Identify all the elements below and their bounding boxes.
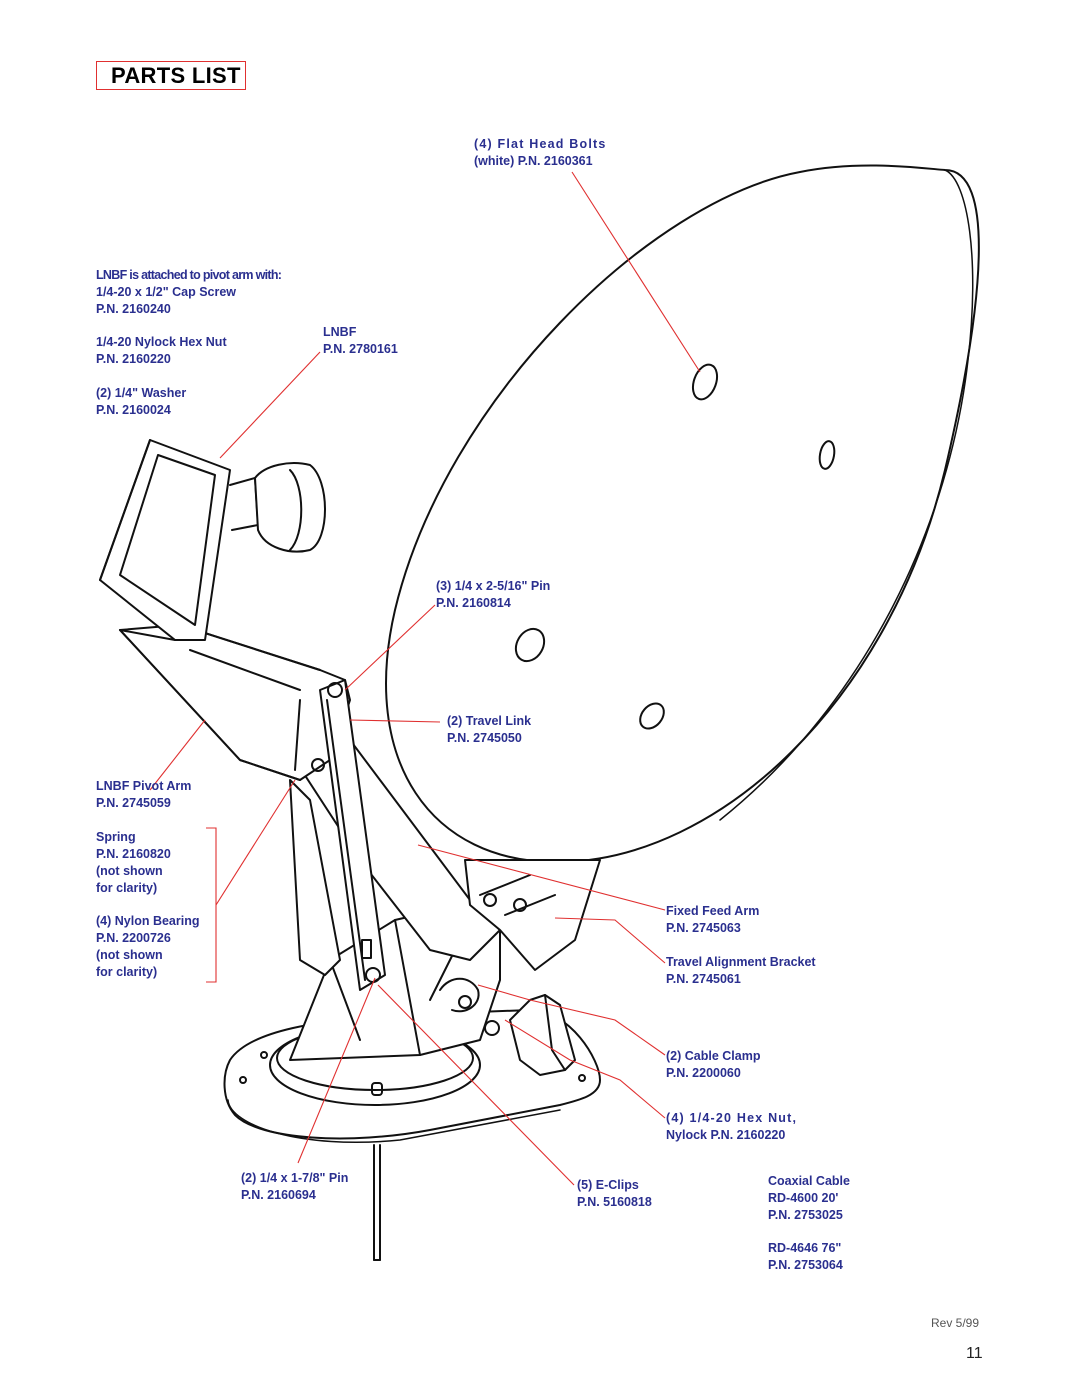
title-box: PARTS LIST: [96, 61, 246, 90]
label-pin-3: (3) 1/4 x 2-5/16" Pin P.N. 2160814: [436, 579, 551, 610]
lnbf-pivot-arm-shape: [119, 624, 351, 781]
leader-lines: [149, 171, 701, 1186]
travel-alignment-bracket-shape: [509, 994, 576, 1076]
label-flat-head-bolts: (4) Flat Head Bolts (white) P.N. 2160361: [474, 137, 607, 168]
label-cable-clamp: (2) Cable Clamp P.N. 2200060: [666, 1049, 761, 1080]
label-e-clips: (5) E-Clips P.N. 5160818: [577, 1178, 652, 1209]
label-pin-2: (2) 1/4 x 1-7/8" Pin P.N. 2160694: [241, 1171, 349, 1202]
label-rd-4646: RD-4646 76" P.N. 2753064: [768, 1241, 843, 1272]
lnbf-shape: [99, 439, 326, 641]
label-hex-nut-4: (4) 1/4-20 Hex Nut, Nylock P.N. 2160220: [666, 1111, 798, 1142]
label-lnbf-pivot-arm: LNBF Pivot Arm P.N. 2745059: [96, 779, 192, 810]
label-fixed-feed-arm: Fixed Feed Arm P.N. 2745063: [666, 904, 760, 935]
label-washer: (2) 1/4" Washer P.N. 2160024: [96, 386, 187, 417]
label-travel-link: (2) Travel Link P.N. 2745050: [447, 714, 532, 745]
label-coaxial-cable: Coaxial Cable RD-4600 20' P.N. 2753025: [768, 1174, 850, 1222]
page-title: PARTS LIST: [111, 63, 241, 88]
revision-note: Rev 5/99: [931, 1316, 980, 1330]
label-lnbf-attach: LNBF is attached to pivot arm with: 1/4-…: [96, 268, 282, 316]
label-nylock-hex-nut: 1/4-20 Nylock Hex Nut P.N. 2160220: [96, 335, 227, 366]
label-nylon-bearing: (4) Nylon Bearing P.N. 2200726 (not show…: [96, 914, 200, 979]
label-lnbf: LNBF P.N. 2780161: [323, 325, 398, 356]
label-travel-alignment-bracket: Travel Alignment Bracket P.N. 2745061: [666, 955, 816, 986]
dish-reflector: [385, 164, 980, 864]
travel-link-shape: [289, 679, 386, 991]
label-spring: Spring P.N. 2160820 (not shown for clari…: [96, 830, 171, 895]
page-number: 11: [966, 1345, 983, 1362]
